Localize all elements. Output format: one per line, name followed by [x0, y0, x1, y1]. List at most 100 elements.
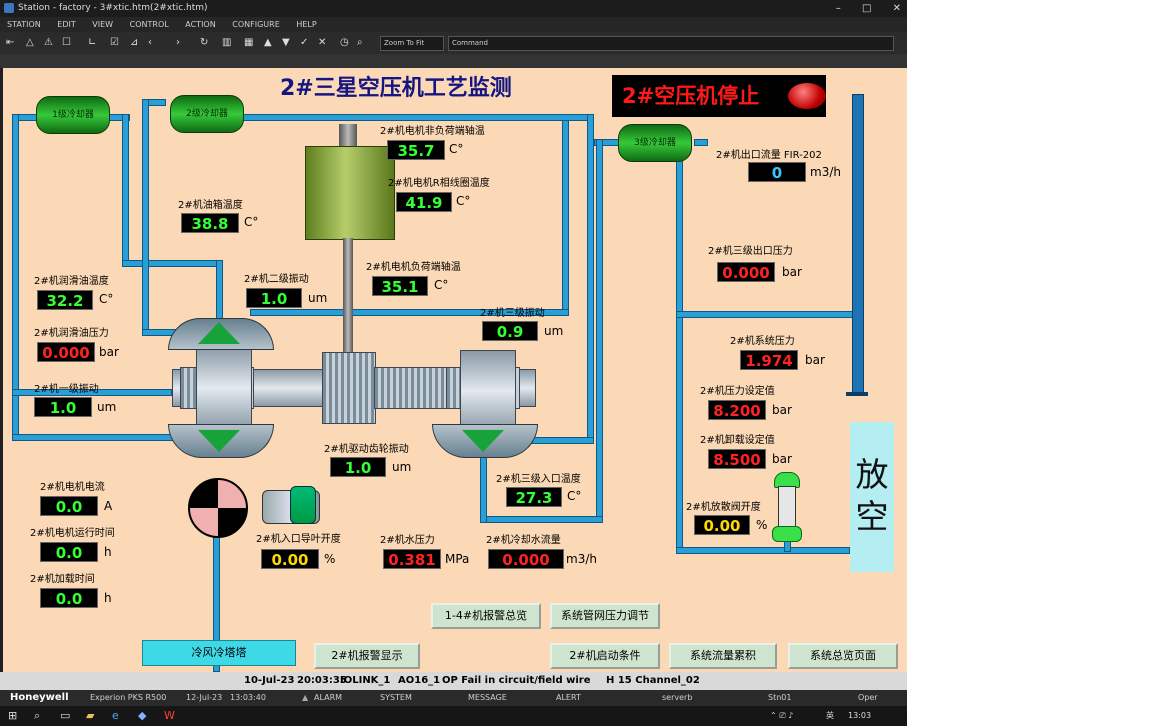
task-view-icon[interactable]: ▭ [60, 709, 71, 722]
trend-icon[interactable]: ∟ [88, 37, 97, 48]
refresh-icon[interactable]: ↻ [200, 37, 209, 48]
stage2-vibration-value[interactable]: 1.0 [246, 288, 302, 308]
message-icon[interactable]: ☐ [62, 37, 71, 48]
menu-configure[interactable]: CONFIGURE [232, 20, 280, 29]
pipe [216, 260, 223, 322]
cooling-tower-label: 冷风冷塔塔 [191, 646, 247, 659]
blowoff-valve-opening-label: 2#机放散阀开度 [686, 502, 761, 513]
stage3-inlet-temp-value[interactable]: 27.3 [506, 487, 562, 507]
forward-icon[interactable]: › [176, 37, 180, 48]
lube-oil-temp-unit: C° [99, 292, 114, 306]
blowoff-valve-icon[interactable] [772, 470, 802, 542]
inlet-guide-vane-icon[interactable] [188, 478, 248, 538]
inlet-guide-vane-unit: % [324, 552, 336, 566]
menu-control[interactable]: CONTROL [129, 20, 169, 29]
system-pressure-value[interactable]: 1.974 [740, 350, 798, 370]
outlet-flow-value[interactable]: 0 [748, 162, 806, 182]
outlet-flow-unit: m3/h [810, 165, 841, 179]
triangle-icon[interactable]: △ [26, 37, 34, 48]
menu-help[interactable]: HELP [296, 20, 317, 29]
group-icon[interactable]: ⊿ [130, 37, 139, 48]
pipe-pressure-button[interactable]: 系统管网压力调节 [550, 603, 660, 629]
system-pressure-label: 2#机系统压力 [730, 336, 795, 347]
menu-station[interactable]: STATION [7, 20, 41, 29]
system-indicator[interactable]: SYSTEM [380, 693, 412, 702]
cooler-3[interactable]: 3级冷却器 [618, 124, 692, 162]
lower-icon[interactable]: ▼ [282, 37, 290, 48]
command-input[interactable]: Command [448, 36, 894, 51]
file-explorer-icon[interactable]: ▰ [86, 709, 95, 722]
browser-icon[interactable]: e [112, 709, 119, 722]
lube-oil-pressure-value[interactable]: 0.000 [37, 342, 95, 362]
check-box-icon[interactable]: ☑ [110, 37, 119, 48]
driving-gear-vibration-value[interactable]: 1.0 [330, 457, 386, 477]
motor-load-time-value[interactable]: 0.0 [40, 588, 98, 608]
cooler-1[interactable]: 1级冷却器 [36, 96, 110, 134]
unload-setpoint-unit: bar [772, 452, 792, 466]
back-arrow-icon[interactable]: ⇤ [6, 37, 15, 48]
pipe [562, 120, 569, 316]
cancel-icon[interactable]: ✕ [318, 37, 327, 48]
back-icon[interactable]: ‹ [148, 37, 152, 48]
cooler-1-label: 1级冷却器 [52, 110, 94, 120]
overview-page-button[interactable]: 系统总览页面 [788, 643, 898, 669]
start-conditions-button[interactable]: 2#机启动条件 [550, 643, 660, 669]
lube-oil-temp-value[interactable]: 32.2 [37, 290, 93, 310]
alarm-overview-button[interactable]: 1-4#机报警总览 [431, 603, 541, 629]
search-icon[interactable]: ⌕ [357, 37, 363, 48]
blowoff-valve-opening-value[interactable]: 0.00 [694, 515, 750, 535]
water-pressure-label: 2#机水压力 [380, 535, 435, 546]
bars-icon[interactable]: ▥ [222, 37, 232, 48]
stage3-outlet-pressure-value[interactable]: 0.000 [717, 262, 775, 282]
alert-icon[interactable]: ⚠ [44, 37, 53, 48]
water-pressure-unit: MPa [445, 552, 470, 566]
zoom-select[interactable]: Zoom To Fit [380, 36, 444, 51]
start-icon[interactable]: ⊞ [8, 709, 18, 722]
minimize-button[interactable]: – [835, 3, 841, 14]
alarm-indicator[interactable]: ALARM [314, 693, 343, 702]
oil-tank-temp-value[interactable]: 38.8 [181, 213, 239, 233]
stage1-vibration-value[interactable]: 1.0 [34, 397, 92, 417]
motor-shaft-top [339, 124, 357, 148]
tray-icons[interactable]: ⌃ ⎚ ♪ [770, 711, 794, 720]
menu-edit[interactable]: EDIT [57, 20, 76, 29]
message-indicator[interactable]: MESSAGE [468, 693, 507, 702]
compressor-status: 2#空压机停止 [612, 75, 826, 117]
raise-icon[interactable]: ▲ [264, 37, 272, 48]
maximize-button[interactable]: □ [861, 3, 872, 14]
motor-r-winding-temp-value[interactable]: 41.9 [396, 192, 452, 212]
motor-current-value[interactable]: 0.0 [40, 496, 98, 516]
clock[interactable]: 13:03 [848, 711, 872, 720]
close-button[interactable]: ✕ [892, 3, 901, 14]
pipe [676, 547, 850, 554]
water-pressure-value[interactable]: 0.381 [383, 549, 441, 569]
alert-indicator[interactable]: ALERT [556, 693, 581, 702]
motor-run-time-label: 2#机电机运行时间 [30, 528, 115, 539]
menu-action[interactable]: ACTION [185, 20, 216, 29]
search-taskbar-icon[interactable]: ⌕ [34, 709, 41, 722]
stage3-vibration-value[interactable]: 0.9 [482, 321, 538, 341]
inlet-guide-vane-value[interactable]: 0.00 [261, 549, 319, 569]
grid-icon[interactable]: ▦ [244, 37, 254, 48]
pressure-setpoint-value[interactable]: 8.200 [708, 400, 766, 420]
acknowledge-icon[interactable]: ✓ [300, 37, 309, 48]
motor-run-time-value[interactable]: 0.0 [40, 542, 98, 562]
motor-load-bearing-temp-value[interactable]: 35.1 [372, 276, 428, 296]
vent-label: 放空 [855, 455, 889, 536]
wps-icon[interactable]: W [164, 709, 175, 722]
motor[interactable] [305, 146, 395, 240]
clock-icon[interactable]: ◷ [340, 37, 349, 48]
unload-setpoint-value[interactable]: 8.500 [708, 449, 766, 469]
status-time: 20:03:35 [297, 675, 347, 686]
flow-totals-button[interactable]: 系统流量累积 [669, 643, 777, 669]
ime-indicator[interactable]: 英 [826, 711, 834, 720]
cooling-water-flow-value[interactable]: 0.000 [488, 549, 564, 569]
menu-view[interactable]: VIEW [92, 20, 114, 29]
cooler-2[interactable]: 2级冷却器 [170, 95, 244, 133]
motor-nonload-bearing-temp-value[interactable]: 35.7 [387, 140, 445, 160]
stage1-vibration-unit: um [97, 400, 117, 414]
alarm-display-button[interactable]: 2#机报警显示 [314, 643, 420, 669]
pipe [250, 309, 569, 316]
stage3-vibration-label: 2#机三级振动 [480, 308, 545, 319]
station-app-icon[interactable]: ◆ [138, 709, 147, 722]
